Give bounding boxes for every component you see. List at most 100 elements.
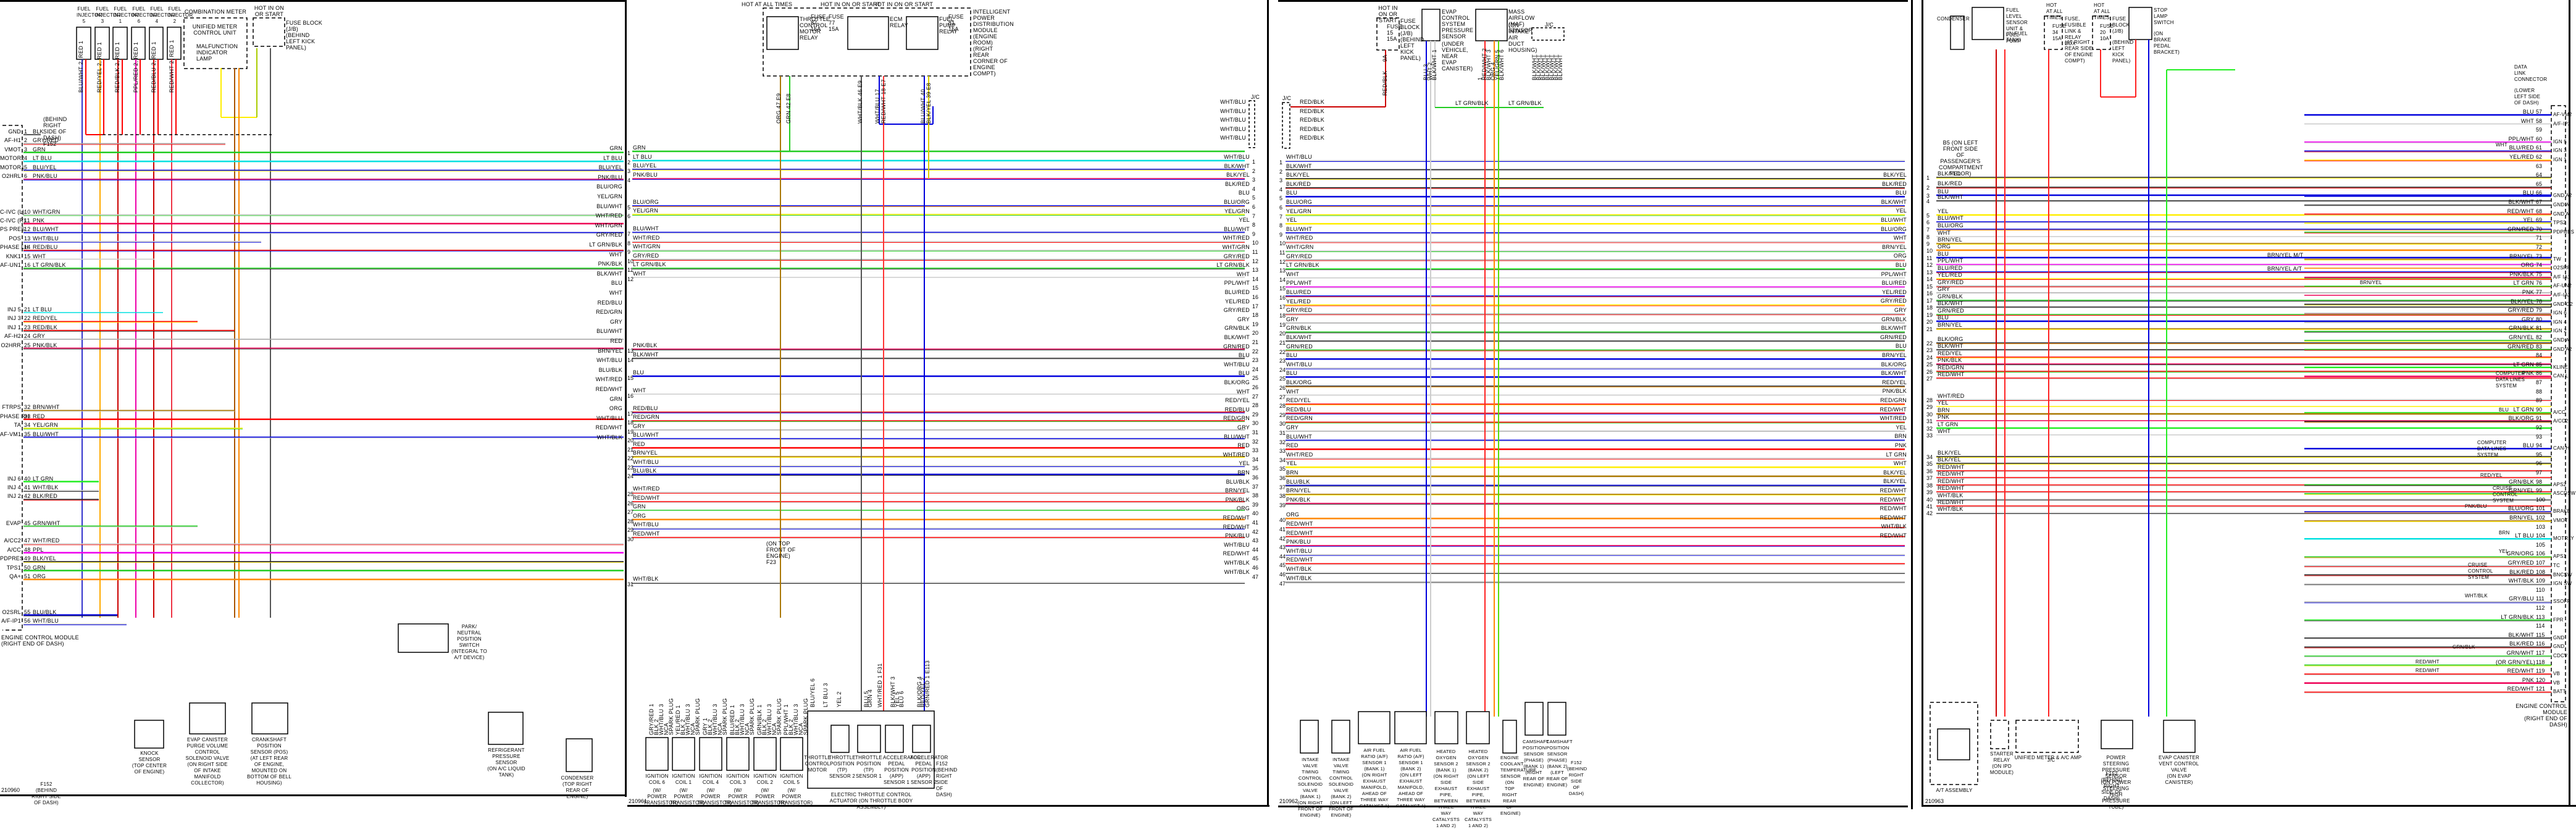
ignition-coil-name: IGNITION COIL 3 — [726, 773, 750, 785]
right-pin-wire: PNK/BLK — [598, 261, 622, 267]
right-pin-number: 42 — [1252, 528, 1259, 535]
right-pin-wire: BLK/WHT — [1224, 162, 1250, 169]
right-pin-wire: RED/WHT — [1880, 532, 1907, 539]
ecm-pin-number: 95 — [2536, 451, 2543, 458]
jc-wire-label: WHT/BLU — [1220, 107, 1246, 114]
left-pin-number: 20 — [1279, 330, 1286, 337]
left-pin-wire: LT GRN/BLK — [1286, 262, 1319, 269]
ecm-pin-wire: GRN/ORG — [2506, 550, 2534, 557]
sheet-3-wiring — [1278, 0, 1913, 809]
left-pin-wire: WHT — [633, 387, 646, 393]
left-pin-wire: BLU/ORG — [1938, 222, 1963, 229]
left-pin-number: 7 — [1279, 213, 1283, 220]
left-pin-wire: BLU/WHT — [633, 225, 659, 232]
unified-meter-control-unit: UNIFIED METER CONTROL UNIT — [192, 23, 238, 36]
ecm-pin-wire: GRN/BLK — [2509, 478, 2534, 485]
fuse-block-pin: 9A — [1382, 54, 1388, 62]
ecm-pin-wire: RED/WHT — [2507, 668, 2534, 675]
left-pin-wire: GRY — [633, 423, 645, 429]
left-pin-number: 25 — [627, 491, 634, 497]
ecm-pin-signal: A/F-IA2 — [2553, 292, 2571, 298]
component-location: (ON IPD MODULE) — [1989, 764, 2014, 775]
ecm-side-note: BRN/YEL — [2360, 280, 2382, 285]
left-pin-wire: GRY/RED — [633, 253, 659, 259]
right-pin-number: 37 — [1252, 483, 1259, 490]
ecm-pin-wire: WHT/BLK — [2508, 578, 2534, 584]
right-pin-number: 34 — [1252, 456, 1259, 463]
right-pin-number: 7 — [1252, 213, 1256, 219]
evap-sensor-wire: BLK/WHT 1 — [1431, 49, 1437, 80]
right-pin-wire: GRN — [609, 395, 622, 402]
ipdm-pin-label: ORG 47 E9 — [776, 93, 782, 124]
right-pin-wire: BLK/YEL — [1883, 478, 1907, 485]
right-pin-wire: GRY — [1237, 424, 1250, 431]
right-pin-number: 29 — [1252, 411, 1259, 418]
left-pin-number: 14 — [627, 357, 634, 363]
right-pin-wire: GRY/RED — [1880, 298, 1907, 305]
ecm-pin-signal: INJ 3 — [7, 315, 21, 322]
left-pin-number: 45 — [1279, 562, 1286, 569]
ecm-pin-signal: KNK1 — [6, 253, 21, 259]
splice-label-2: LT GRN/BLK — [1508, 100, 1542, 106]
left-pin-number: 30 — [627, 536, 634, 542]
ecm-pin-number: 11 — [24, 217, 30, 224]
ecm-pin-number: 56 — [24, 618, 31, 624]
component-name: KNOCK SENSOR — [138, 751, 161, 762]
left-pin-number: 6 — [1279, 204, 1283, 211]
ecm-pin-signal: INJ 4 — [7, 484, 21, 490]
left-pin-wire: BLU — [1286, 352, 1298, 359]
right-pin-number: 26 — [1252, 384, 1259, 390]
component-name: EVAP CANISTER PURGE VOLUME CONTROL SOLEN… — [185, 737, 230, 761]
evap-pressure-sensor-label: EVAP CONTROL SYSTEM PRESSURE SENSOR — [1442, 9, 1474, 40]
left-pin-number: 30 — [1279, 421, 1286, 427]
right-pin-wire: PNK/BLK — [1225, 496, 1250, 503]
ecm-pin-wire: ORG — [33, 573, 46, 579]
left-pin-wire: BRN/YEL — [1938, 237, 1962, 243]
ipdm-relay-label: ECM RELAY — [890, 16, 908, 28]
left-pin-number: 16 — [1926, 290, 1933, 297]
right-pin-wire: GRY — [610, 318, 622, 325]
fuel-injector-pins: PPL/RED 2, RED 1 — [133, 41, 139, 93]
right-pin-number: 13 — [1252, 267, 1259, 274]
ecm-pin-signal: IGN 1 — [2553, 157, 2567, 162]
left-pin-number: 40 — [1926, 497, 1933, 503]
ecm-pin-wire: GRN/BLK — [2509, 325, 2534, 332]
ecm-pin-signal: O2SRR — [2553, 265, 2571, 271]
ignition-coil-wire: SPARK PLUG — [722, 698, 728, 735]
right-pin-wire: RED/BLU — [1224, 406, 1250, 413]
ecm-pin-number: 70 — [2536, 225, 2543, 232]
left-pin-number: 9 — [1279, 231, 1283, 238]
left-pin-wire: BLK/WHT — [1286, 334, 1312, 340]
ecm-pin-number: 86 — [2536, 370, 2543, 377]
ecm-pin-number: 78 — [2536, 298, 2543, 305]
ecm-pin-wire: BLK/RED — [2509, 641, 2534, 647]
ecm-pin-signal: C-IVC (L) — [0, 208, 25, 215]
ecm-pin-wire: GRN/YEL — [2509, 487, 2534, 494]
right-pin-number: 19 — [1252, 321, 1259, 327]
ecm-pin-number: 60 — [2536, 135, 2543, 142]
left-pin-number: 7 — [627, 231, 631, 237]
left-pin-number: 38 — [1926, 482, 1933, 489]
component-name: PARK/ NEUTRAL POSITION SWITCH — [457, 624, 482, 648]
component-label: CONDENSER(TOP RIGHT REAR OF ENGINE) — [559, 775, 596, 800]
right-pin-wire: RED/WHT — [595, 424, 622, 431]
left-pin-wire: RED/WHT — [633, 531, 660, 537]
right-pin-wire: PNK/BLU — [598, 174, 622, 180]
left-pin-wire: YEL/GRN — [1286, 208, 1311, 214]
left-pin-wire: BLK/YEL — [1286, 172, 1310, 179]
right-pin-wire: GRN/RED — [1880, 334, 1907, 340]
left-pin-number: 14 — [1926, 276, 1933, 282]
ecm-pin-number: 65 — [2536, 180, 2543, 187]
right-pin-number: 40 — [1252, 510, 1259, 517]
left-pin-number: 39 — [1926, 489, 1933, 495]
jc-left-wire: RED/BLK — [1300, 135, 1324, 141]
left-pin-number: 19 — [1279, 321, 1286, 328]
right-pin-wire: BLU — [1895, 190, 1907, 196]
right-pin-number: 1 — [1252, 159, 1256, 165]
top-component-hot: HOT AT ALL TIMES — [2094, 2, 2110, 20]
right-pin-wire: WHT/BLK — [1224, 568, 1250, 575]
fuse-15-label: FUSE 15 15A — [1387, 23, 1402, 42]
fuel-injector-pins: RED/BLU 2, RED 1 — [151, 41, 157, 93]
right-pin-wire: WHT — [1236, 388, 1250, 395]
